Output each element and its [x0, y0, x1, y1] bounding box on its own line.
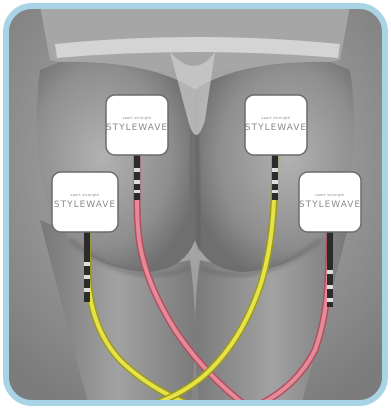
- pad-brand-text: STYLEWAVE: [54, 200, 116, 210]
- pad-small-text: sport strength: [315, 193, 344, 197]
- pad-small-text: sport strength: [261, 116, 290, 120]
- photo-content: sport strength STYLEWAVE sport strength …: [6, 6, 385, 409]
- pad-small-text: sport strength: [70, 193, 99, 197]
- electrode-pad-top-left: sport strength STYLEWAVE: [106, 95, 168, 155]
- pad-small-text: sport strength: [122, 116, 151, 120]
- pad-brand-text: STYLEWAVE: [106, 123, 168, 133]
- electrode-pad-left: sport strength STYLEWAVE: [52, 172, 118, 232]
- pad-brand-text: STYLEWAVE: [245, 123, 307, 133]
- electrode-pad-top-right: sport strength STYLEWAVE: [245, 95, 307, 155]
- electrode-pad-right: sport strength STYLEWAVE: [299, 172, 361, 232]
- pad-brand-text: STYLEWAVE: [299, 200, 361, 210]
